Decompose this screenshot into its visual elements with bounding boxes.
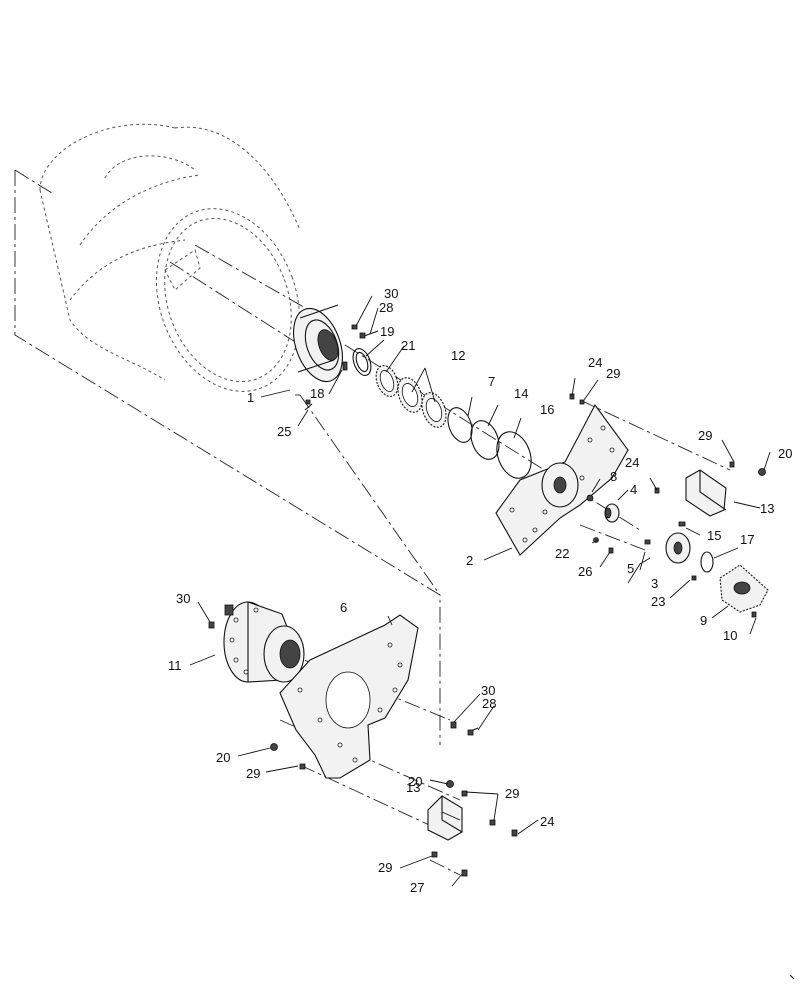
part-10-bolt <box>751 611 757 618</box>
part-17-ring <box>700 551 714 573</box>
part-1-hub-flange <box>293 304 343 383</box>
callout-25: 25 <box>277 424 291 439</box>
callout-20-upper: 20 <box>778 446 792 461</box>
callout-labels: 1 2 3 4 5 6 7 8 9 10 11 12 13 13 14 15 1… <box>168 286 792 895</box>
part-11-drive-hub <box>223 601 305 683</box>
part-14-ring <box>470 420 500 460</box>
part-13-bracket-upper <box>685 461 735 517</box>
part-21-toothed-ring <box>375 365 399 397</box>
callout-12: 12 <box>451 348 465 363</box>
callout-29-lower: 29 <box>505 786 519 801</box>
part-19-ring <box>352 348 372 376</box>
callout-1: 1 <box>247 390 254 405</box>
callout-30-mid: 30 <box>481 683 495 698</box>
part-18-pin <box>342 361 348 371</box>
phantom-frame-top <box>14 169 56 196</box>
part-3-hub <box>665 532 691 564</box>
callout-23: 23 <box>651 594 665 609</box>
callout-3: 3 <box>651 576 658 591</box>
part-30-bolt-lower <box>208 621 215 629</box>
bolts-30-28 <box>351 324 379 339</box>
callout-16: 16 <box>540 402 554 417</box>
part-4-fitting <box>604 503 620 523</box>
part-29-washer-left <box>299 763 306 770</box>
part-16-seal <box>496 431 532 479</box>
callout-17: 17 <box>740 532 754 547</box>
leader-lines <box>189 295 771 887</box>
part-24-bolt-mid <box>654 487 660 494</box>
part-30-bolt-mid <box>450 721 457 729</box>
part-27-bolt <box>461 869 468 877</box>
corner-mark <box>789 974 795 980</box>
callout-21: 21 <box>401 338 415 353</box>
part-26-bolt <box>608 547 614 554</box>
callout-5: 5 <box>627 561 634 576</box>
callout-30-left: 30 <box>176 591 190 606</box>
part-24-bolt-lower <box>511 829 518 837</box>
callout-26: 26 <box>578 564 592 579</box>
part-25-bolt <box>304 399 313 411</box>
callout-28-upper: 28 <box>379 300 393 315</box>
callout-6: 6 <box>340 600 347 615</box>
callout-19: 19 <box>380 324 394 339</box>
callout-4: 4 <box>630 482 637 497</box>
callout-13-upper: 13 <box>760 501 774 516</box>
part-12-plates <box>397 377 447 428</box>
part-13-bracket-lower <box>427 795 463 841</box>
drum-phantom <box>39 123 301 392</box>
part-20-nut-upper <box>758 468 766 476</box>
part-7-snap-ring <box>447 407 473 443</box>
callout-7: 7 <box>488 374 495 389</box>
part-29-washer-lower-1 <box>461 790 468 797</box>
callout-10: 10 <box>723 628 737 643</box>
callout-20-left: 20 <box>216 750 230 765</box>
part-29-washer-lower-2 <box>489 819 496 826</box>
callout-9: 9 <box>700 613 707 628</box>
callout-24-mid: 24 <box>625 455 639 470</box>
callout-8: 8 <box>610 469 617 484</box>
callout-11: 11 <box>168 658 182 673</box>
callout-24-lower: 24 <box>540 814 554 829</box>
part-15-key <box>678 521 686 527</box>
callout-28-mid: 28 <box>482 696 496 711</box>
part-23-bolt <box>691 575 697 581</box>
callout-27: 27 <box>410 880 424 895</box>
callout-29-top: 29 <box>606 366 620 381</box>
part-8-washer <box>586 494 594 502</box>
callout-2: 2 <box>466 553 473 568</box>
callout-29-left: 29 <box>246 766 260 781</box>
part-9-motor <box>719 564 769 613</box>
phantom-frame-line <box>14 170 441 745</box>
callout-15: 15 <box>707 528 721 543</box>
callout-24-top: 24 <box>588 355 602 370</box>
part-2-mounting-plate <box>495 403 629 556</box>
part-5-pin <box>644 539 651 545</box>
callout-18: 18 <box>310 386 324 401</box>
callout-20-lower: 20 <box>408 774 422 789</box>
part-29-washer-bottom <box>431 851 438 858</box>
part-6-support-plate <box>279 614 419 779</box>
part-20-nut-left <box>270 743 278 751</box>
callout-13-lower: 13 <box>406 780 420 795</box>
callout-29-bottom: 29 <box>378 860 392 875</box>
callout-29-right: 29 <box>698 428 712 443</box>
callout-22: 22 <box>555 546 569 561</box>
callout-14: 14 <box>514 386 528 401</box>
callout-30-upper: 30 <box>384 286 398 301</box>
